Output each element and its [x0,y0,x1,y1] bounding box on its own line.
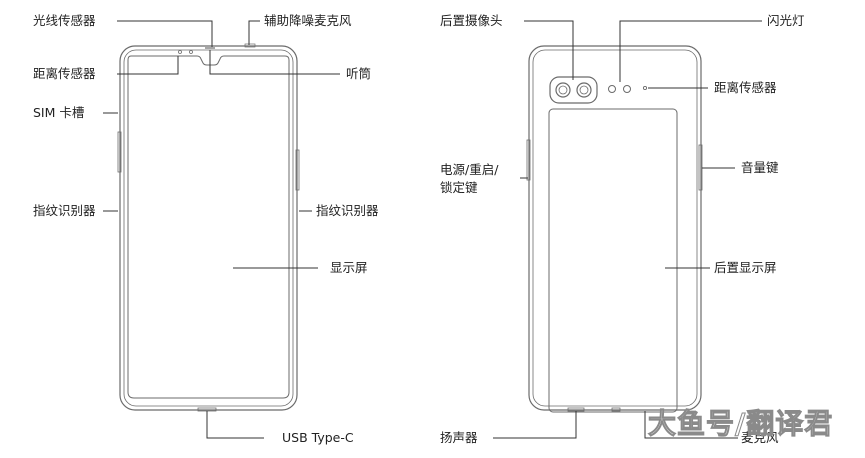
callout-flash [619,20,762,82]
camera-lens-1 [555,82,571,98]
front-light-sensor-dot [178,50,182,54]
camera-lens-2-inner [579,85,589,95]
camera-lens-2 [576,82,592,98]
front-side-button-right [295,149,300,191]
label-proximity-sensor-back: 距离传感器 [714,80,777,95]
label-sim-slot: SIM 卡槽 [33,105,85,120]
rear-screen [548,108,678,413]
label-speaker: 扬声器 [440,430,478,445]
back-phone-body [528,45,702,411]
label-proximity-sensor-front: 距离传感器 [33,66,96,81]
label-earpiece: 听筒 [346,66,372,81]
front-callouts [103,20,340,439]
front-phone-inner-frame [123,49,294,407]
label-noise-mic: 辅助降噪麦克风 [264,13,352,28]
back-phone [526,45,703,413]
label-fingerprint-left: 指纹识别器 [33,203,96,218]
label-light-sensor: 光线传感器 [33,13,96,28]
callout-light-sensor [117,20,213,47]
camera-module [549,76,598,104]
label-flash: 闪光灯 [767,13,805,28]
back-phone-inner-frame [532,49,698,407]
front-side-button-left [117,131,122,173]
callout-speaker [493,411,577,439]
label-display: 显示屏 [330,260,368,275]
front-proximity-dot [189,50,193,54]
flash-led-2 [623,85,631,93]
label-microphone: 麦克风 [741,430,779,445]
label-rear-camera: 后置摄像头 [440,13,503,28]
back-mic-hole [611,407,621,412]
label-power-button: 电源/重启/ 锁定键 [440,162,499,195]
callout-usb [206,411,264,439]
watermark: 大鱼号/翻译君 [647,407,834,441]
front-top-slot [244,43,256,48]
proximity-dot-back [642,85,648,91]
front-screen [127,55,290,399]
label-volume-keys: 音量键 [741,160,779,175]
camera-lens-1-inner [558,85,568,95]
callout-noise-mic [248,20,260,45]
back-callouts [493,20,762,439]
front-phone-body [119,45,298,411]
label-rear-display: 后置显示屏 [714,260,777,275]
callout-earpiece [209,50,340,75]
callout-mic [644,411,738,439]
back-power-button [526,139,531,181]
callout-proximity-front [117,56,179,75]
flash-led-1 [608,85,616,93]
label-fingerprint-right: 指纹识别器 [316,203,379,218]
callout-rear-camera [524,20,574,80]
label-usb-port: USB Type-C [282,430,354,445]
front-phone [117,43,300,412]
